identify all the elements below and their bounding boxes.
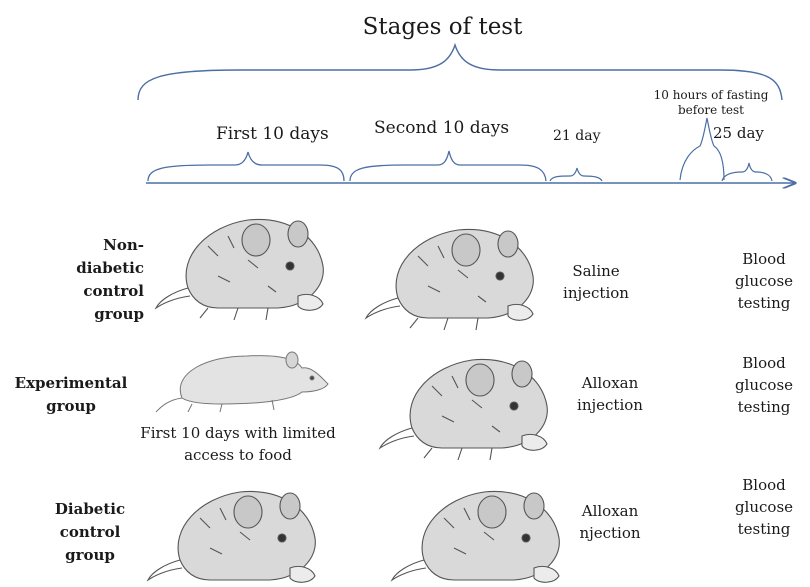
diagram-title: Stages of test [0,14,810,40]
rat-sketch-icon [372,336,572,464]
testing-label-experimental: Blood glucose testing [724,352,804,418]
testing-label-nondiabetic: Blood glucose testing [724,248,804,314]
day21-brace [550,168,602,181]
group-label-diabetic: Diabetic control group [40,498,140,567]
injection-label-experimental: Alloxan injection [568,372,652,416]
day25-brace [722,163,772,181]
stage-second-label: Second 10 days [374,118,509,138]
second-period-brace [350,151,546,181]
rat-sketch-icon [358,206,558,334]
group-label-nondiabetic: Non- diabetic control group [40,234,144,326]
rat-outline-icon [152,338,352,418]
rat-sketch-icon [148,196,348,324]
testing-label-diabetic: Blood glucose testing [724,474,804,540]
first-period-brace [148,152,344,181]
group-label-experimental: Experimental group [4,372,138,418]
stage-fasting-label: 10 hours of fasting before test [636,88,786,118]
stage-day25-label: 25 day [713,124,764,142]
injection-label-diabetic: Alloxan njection [568,500,652,544]
rat-sketch-icon [384,468,584,587]
experimental-first-period-note: First 10 days with limited access to foo… [128,422,348,466]
injection-label-nondiabetic: Saline injection [554,260,638,304]
rat-sketch-icon [140,468,340,587]
stage-first-label: First 10 days [216,124,329,144]
stage-day21-label: 21 day [553,128,600,144]
